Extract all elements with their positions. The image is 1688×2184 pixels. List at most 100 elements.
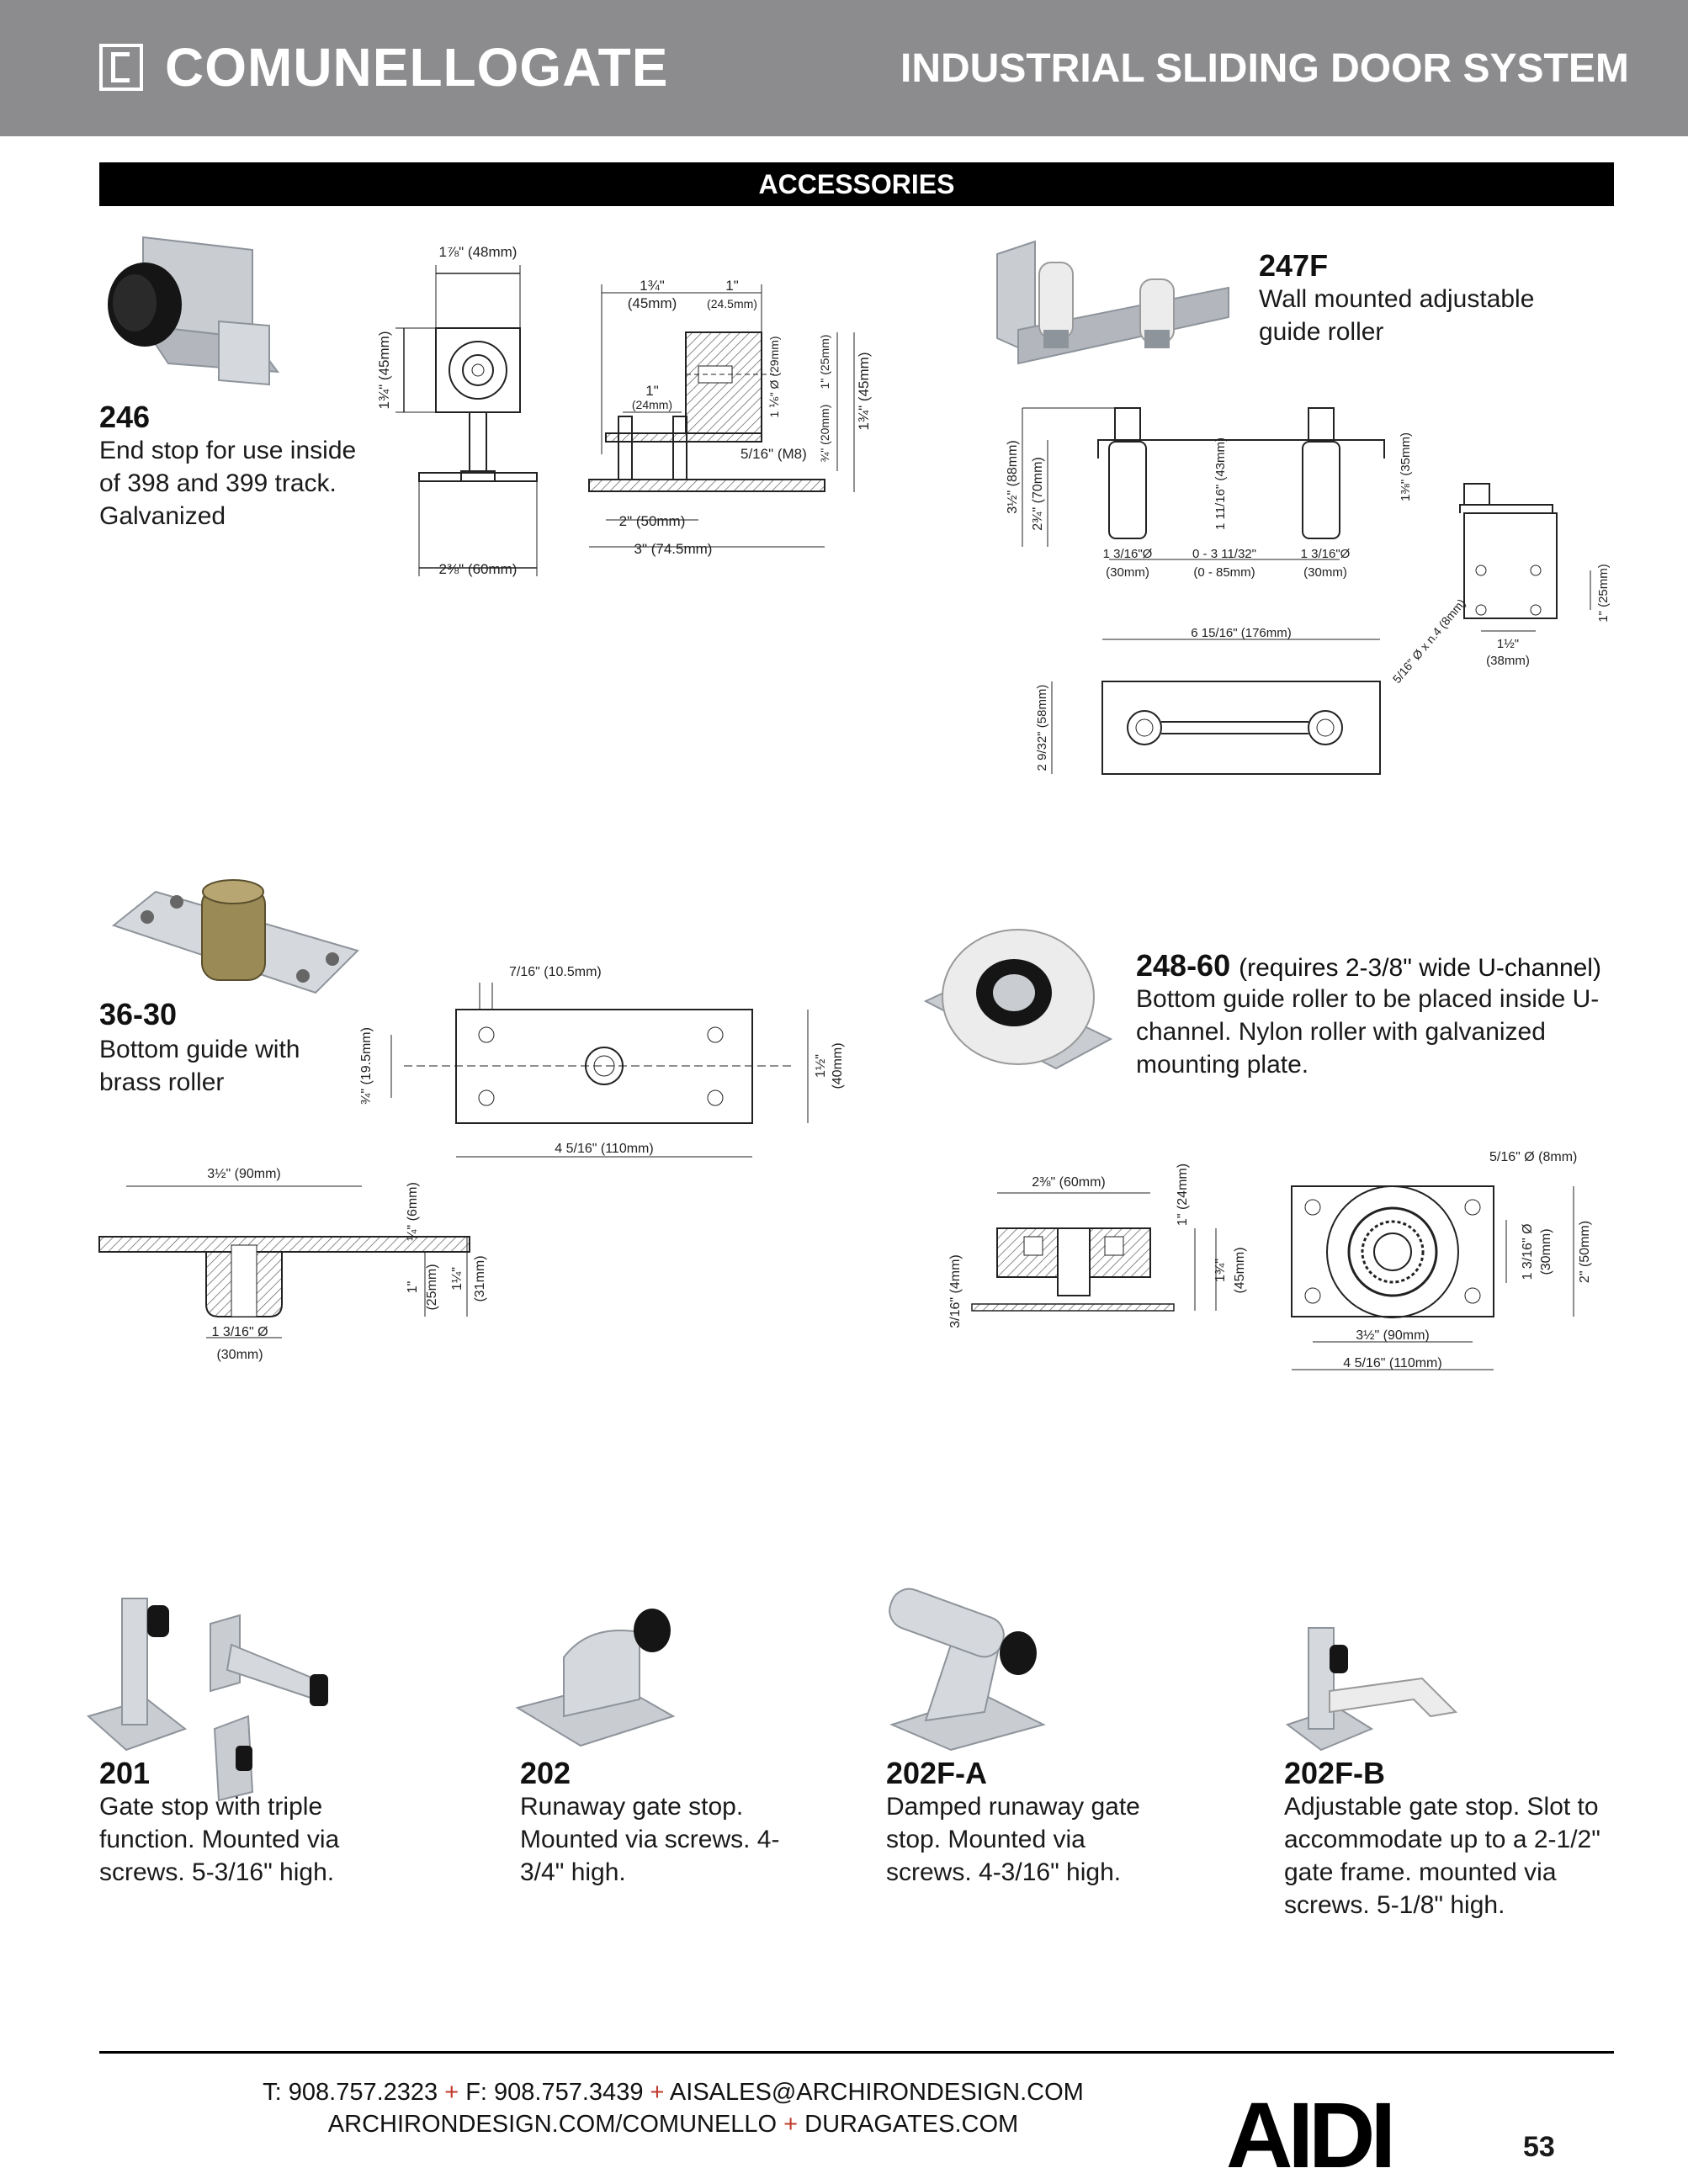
diagram-247f-front: 3½" (88mm) 2¾" (70mm) 1 11/16" (43mm) 1⅜… bbox=[1006, 407, 1413, 580]
page-header: COMUNELLOGATE INDUSTRIAL SLIDING DOOR SY… bbox=[0, 0, 1688, 136]
dim-247-h58: 2 9/32" (58mm) bbox=[1035, 685, 1049, 771]
product-desc-246: End stop for use inside of 398 and 399 t… bbox=[99, 437, 357, 530]
product-code-36-30: 36-30 bbox=[99, 997, 178, 1031]
product-photo-248-60 bbox=[923, 929, 1113, 1070]
dim-3630-w105: 7/16" (10.5mm) bbox=[509, 965, 602, 979]
dim-3630-h6: ¼" (6mm) bbox=[406, 1182, 420, 1241]
dim-3630-h25mm: (25mm) bbox=[425, 1264, 439, 1310]
product-code-247f: 247F bbox=[1259, 248, 1329, 283]
dim-24860-h4: 3/16" (4mm) bbox=[948, 1254, 963, 1328]
aidi-logo-text: AIDI bbox=[1226, 2084, 1391, 2184]
product-desc-201: Gate stop with triple function. Mounted … bbox=[99, 1793, 340, 1886]
section-title: ACCESSORIES bbox=[758, 169, 955, 199]
product-code-248-60: 248-60 (requires 2-3/8" wide U-channel) bbox=[1136, 947, 1601, 987]
dim-247-h88: 3½" (88mm) bbox=[1006, 440, 1020, 513]
dim-24860-h45: 1¾" bbox=[1213, 1259, 1228, 1282]
diagram-36-30-top: 7/16" (10.5mm) ¾" (19.5mm) 1½" (40mm) 4 … bbox=[359, 965, 845, 1158]
diagram-246-front: 1⅞" (48mm) 1¾" (45mm) 2⅜" (60mm) bbox=[376, 244, 538, 577]
product-desc-202f-a: Damped runaway gate stop. Mounted via sc… bbox=[886, 1793, 1140, 1886]
dim-247-h70: 2¾" (70mm) bbox=[1031, 457, 1045, 530]
dim-246-w50: 2" (50mm) bbox=[619, 513, 686, 529]
dim-247-h35: 1⅜" (35mm) bbox=[1399, 432, 1413, 501]
dim-3630-w90: 3½" (90mm) bbox=[207, 1167, 280, 1181]
diagram-247f-side: 1" (25mm) 1½" (38mm) 5/16" Ø x n.4 (8mm) bbox=[1390, 483, 1611, 686]
product-note-248-60: (requires 2-3/8" wide U-channel) bbox=[1239, 954, 1601, 982]
dim-247-hole: 5/16" Ø x n.4 (8mm) bbox=[1390, 596, 1468, 686]
diagram-247f-top: 6 15/16" (176mm) 2 9/32" (58mm) bbox=[1035, 626, 1381, 775]
dim-24860-w60: 2⅜" (60mm) bbox=[1032, 1175, 1105, 1190]
footer-phone: T: 908.757.2323 bbox=[263, 2079, 438, 2106]
dim-24860-d30mm: (30mm) bbox=[1539, 1228, 1553, 1275]
dim-247-d30a: 1 3/16"Ø bbox=[1103, 547, 1153, 561]
dim-247-h43: 1 11/16" (43mm) bbox=[1213, 437, 1228, 530]
dim-3630-h40mm: (40mm) bbox=[831, 1042, 845, 1089]
dim-247-w38: 1½" bbox=[1497, 637, 1519, 651]
dim-246-w745: 3" (74.5mm) bbox=[634, 541, 713, 557]
product-code-202f-b: 202F-B bbox=[1284, 1756, 1386, 1790]
dim-3630-h31: 1¼" bbox=[450, 1267, 464, 1291]
dim-246-d29: 1 ⅙" Ø (29mm) bbox=[767, 336, 781, 417]
dim-246-h20: ¾" (20mm) bbox=[818, 405, 831, 463]
product-photo-201 bbox=[86, 1598, 328, 1802]
footer-fax: F: 908.757.3439 bbox=[465, 2079, 644, 2106]
footer-website-duragates[interactable]: DURAGATES.COM bbox=[804, 2111, 1019, 2138]
dim-246-h45: 1¾" (45mm) bbox=[376, 331, 392, 410]
dim-3630-d30: 1 3/16" Ø bbox=[211, 1325, 268, 1339]
product-code-246: 246 bbox=[99, 400, 151, 434]
dim-246-h25: 1" (25mm) bbox=[818, 335, 831, 390]
dim-246-w24b: (24mm) bbox=[632, 398, 672, 411]
product-code-201: 201 bbox=[99, 1756, 151, 1790]
product-desc-202f-b: Adjustable gate stop. Slot to accommodat… bbox=[1284, 1793, 1600, 1919]
comunello-logo-icon bbox=[99, 44, 143, 91]
footer-website-comunello[interactable]: ARCHIRONDESIGN.COM/COMUNELLO bbox=[327, 2111, 778, 2138]
diagram-36-30-section: 3½" (90mm) ¼" (6mm) 1" (25mm) 1¼" (31mm)… bbox=[98, 1167, 487, 1362]
page-subtitle: INDUSTRIAL SLIDING DOOR SYSTEM bbox=[900, 46, 1629, 91]
dim-246-w48: 1⅞" (48mm) bbox=[439, 244, 518, 260]
dim-246-w1: 1" bbox=[725, 278, 739, 294]
footer-web-line: ARCHIRONDESIGN.COM/COMUNELLO + DURAGATES… bbox=[210, 2108, 1136, 2140]
page-number: 53 bbox=[1523, 2131, 1555, 2163]
dim-3630-w110: 4 5/16" (110mm) bbox=[555, 1142, 653, 1156]
dim-24860-h45mm: (45mm) bbox=[1233, 1247, 1247, 1293]
dim-246-h45b: 1¾" (45mm) bbox=[856, 353, 872, 431]
dim-3630-h25: 1" bbox=[406, 1281, 420, 1294]
footer-separator: + bbox=[650, 2079, 665, 2106]
dim-24860-h50: 2" (50mm) bbox=[1578, 1221, 1592, 1283]
product-desc-36-30: Bottom guide with brass roller bbox=[99, 1036, 300, 1096]
dim-247-d30amm: (30mm) bbox=[1106, 565, 1149, 580]
dim-24860-h24: 1" (24mm) bbox=[1176, 1164, 1190, 1226]
dim-247-w38mm: (38mm) bbox=[1486, 654, 1530, 668]
aidi-logo: AIDI bbox=[1226, 2084, 1396, 2184]
dim-247-h25: 1" (25mm) bbox=[1596, 564, 1611, 623]
product-desc-202: Runaway gate stop. Mounted via screws. 4… bbox=[520, 1793, 780, 1886]
footer-contact-line: T: 908.757.2323 + F: 908.757.3439 + AISA… bbox=[210, 2076, 1136, 2108]
footer-separator: + bbox=[444, 2079, 459, 2106]
product-code-202f-a: 202F-A bbox=[886, 1756, 988, 1790]
dim-246-w24a: 1" bbox=[645, 383, 659, 399]
dim-246-w45: 1¾" bbox=[640, 278, 665, 294]
dim-247-r85: 0 - 3 11/32" bbox=[1192, 547, 1256, 561]
dim-247-d30bmm: (30mm) bbox=[1303, 565, 1347, 580]
product-photo-202f-a bbox=[889, 1588, 1046, 1752]
product-desc-247f: Wall mounted adjustable guide roller bbox=[1259, 285, 1535, 346]
diagram-248-60-section: 2⅜" (60mm) 1" (24mm) 3/16" (4mm) 1¾" (45… bbox=[948, 1164, 1247, 1328]
footer-separator: + bbox=[783, 2111, 799, 2138]
product-photo-202 bbox=[515, 1609, 676, 1747]
dim-3630-h40: 1½" bbox=[814, 1054, 828, 1078]
dim-3630-d30mm: (30mm) bbox=[216, 1348, 263, 1362]
dim-24860-w110: 4 5/16" (110mm) bbox=[1343, 1356, 1441, 1370]
diagram-246-side: 1¾" (45mm) 1" (24.5mm) 1" (24mm) 5/16" (… bbox=[588, 278, 872, 557]
footer-rule bbox=[99, 2051, 1614, 2054]
dim-3630-h195: ¾" (19.5mm) bbox=[359, 1027, 374, 1105]
product-photo-246 bbox=[108, 236, 280, 386]
dim-24860-d30: 1 3/16" Ø bbox=[1521, 1223, 1535, 1280]
product-photo-247f bbox=[996, 240, 1229, 365]
product-photo-36-30 bbox=[111, 879, 359, 994]
dim-246-w245: (24.5mm) bbox=[707, 297, 757, 310]
product-photo-202f-b bbox=[1285, 1627, 1458, 1752]
dim-24860-w90: 3½" (90mm) bbox=[1356, 1328, 1429, 1343]
brand-name: COMUNELLOGATE bbox=[165, 37, 669, 98]
dim-246-w60: 2⅜" (60mm) bbox=[439, 561, 518, 577]
dim-246-w45mm: (45mm) bbox=[628, 295, 677, 311]
footer-email[interactable]: AISALES@ARCHIRONDESIGN.COM bbox=[669, 2079, 1084, 2106]
